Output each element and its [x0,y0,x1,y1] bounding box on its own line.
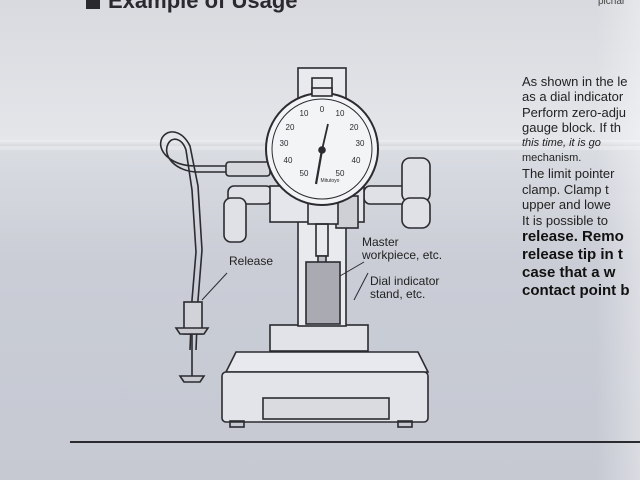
dial-scale-top-zero: 0 [320,105,325,114]
heading-bullet-icon [86,0,100,10]
section-heading: Example of Usage [86,0,298,14]
paragraph-line: mechanism. [522,152,582,165]
section-divider [70,441,640,443]
paragraph-line: gauge block. If th [522,120,622,136]
dial-scale-right-3: 40 [352,156,361,165]
paragraph-line: It is possible to [522,212,608,228]
label-master-line-1: Master [362,235,399,249]
paragraph-line: this time, it is go [522,136,601,149]
label-master-line-2: workpiece, etc. [362,248,443,262]
dial-scale-left-1: 20 [286,123,295,132]
dial-scale-left-2: 30 [280,139,289,148]
dial-brand: Mitutoyo [321,178,340,184]
label-stand-line-2: stand, etc. [370,287,426,301]
dial-scale-top-right: 10 [336,109,345,118]
label-release: Release [229,254,274,268]
paragraph-line: As shown in the le [522,74,628,89]
paragraph-line: release tip in t [522,246,623,264]
dial-scale-top-left: 10 [300,109,309,118]
paragraph-line: Perform zero-adju [522,104,627,120]
dial-scale-right-2: 30 [356,139,365,148]
label-stand-line-1: Dial indicator [370,274,440,288]
paragraph-line: contact point b [522,282,630,300]
paragraph-line: release. Remo [522,228,624,246]
label-master-workpiece: Master workpiece, etc. [362,236,442,262]
section-heading-text: Example of Usage [108,0,298,13]
dial-scale-left-4: 50 [300,169,309,178]
paragraph-line: upper and lowe [522,197,611,213]
dial-scale-right-4: 50 [336,169,345,178]
dial-scale-right-1: 20 [350,123,359,132]
paragraph-line: case that a w [522,264,616,282]
paragraph-line: clamp. Clamp t [522,181,609,197]
page-edge [596,0,640,480]
dial-scale-left-3: 40 [284,156,293,165]
paragraph-line: as a dial indicator [522,89,624,105]
paragraph-line: The limit pointer [522,166,615,182]
corner-text: pichar [598,0,626,7]
label-dial-indicator-stand: Dial indicator stand, etc. [370,275,439,301]
